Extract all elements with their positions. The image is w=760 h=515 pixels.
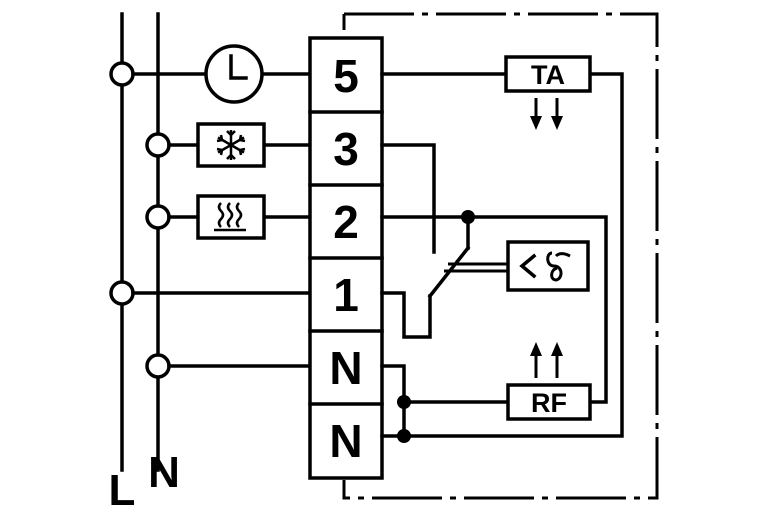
terminal-1-label: 1 [333,269,359,321]
snowflake-icon [196,122,266,168]
junction-2 [461,210,475,224]
tap-n-heat [145,204,171,230]
tap-n-n [145,353,171,379]
housing-outline [342,12,659,500]
terminal-3-label: 3 [333,123,359,175]
feed-wires [131,72,312,368]
terminal-2-label: 2 [333,196,359,248]
rf-label: RF [531,388,567,418]
down-arrows-icon [530,98,563,130]
terminal-n2-label: N [329,415,362,467]
rf-component: RF [506,383,592,421]
junction-rf [397,395,411,409]
up-arrows-icon [530,342,563,378]
terminal-5-label: 5 [333,50,359,102]
rail-taps [109,61,171,379]
ta-label: TA [531,60,565,90]
line-rail-label: L [109,466,136,515]
ta-component: TA [504,55,592,93]
clock-icon [204,44,264,104]
supply-rails [120,12,160,472]
neutral-rail-label: N [148,448,180,497]
tap-l-clock [109,61,135,87]
terminal-block: 5 3 2 1 N N [308,36,384,480]
tap-n-cool [145,132,171,158]
heat-waves-icon [196,194,266,240]
internal-wiring [380,72,624,443]
terminal-n1-label: N [329,342,362,394]
thermometer-sensor-icon [506,240,590,292]
junction-n2 [397,429,411,443]
tap-l-1 [109,280,135,306]
